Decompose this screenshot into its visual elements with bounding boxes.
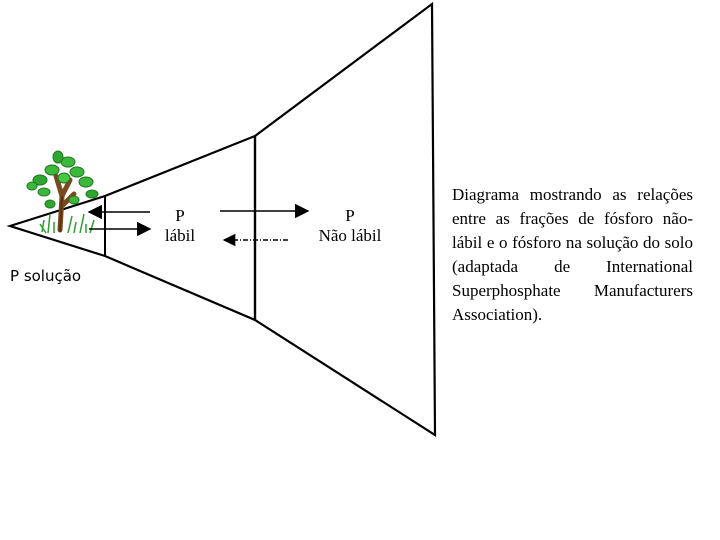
p-nonlabile-label: P Não lábil xyxy=(300,206,400,246)
p-labile-label-line2: lábil xyxy=(150,226,210,246)
grass-icon xyxy=(40,214,94,233)
p-solution-label: P solução xyxy=(10,266,81,286)
p-nonlabile-label-line1: P xyxy=(300,206,400,226)
plant-icon xyxy=(27,151,98,232)
p-labile-label: P lábil xyxy=(150,206,210,246)
p-nonlabile-label-line2: Não lábil xyxy=(300,226,400,246)
diagram-caption: Diagrama mostrando as relações entre as … xyxy=(452,183,693,327)
p-labile-label-line1: P xyxy=(150,206,210,226)
